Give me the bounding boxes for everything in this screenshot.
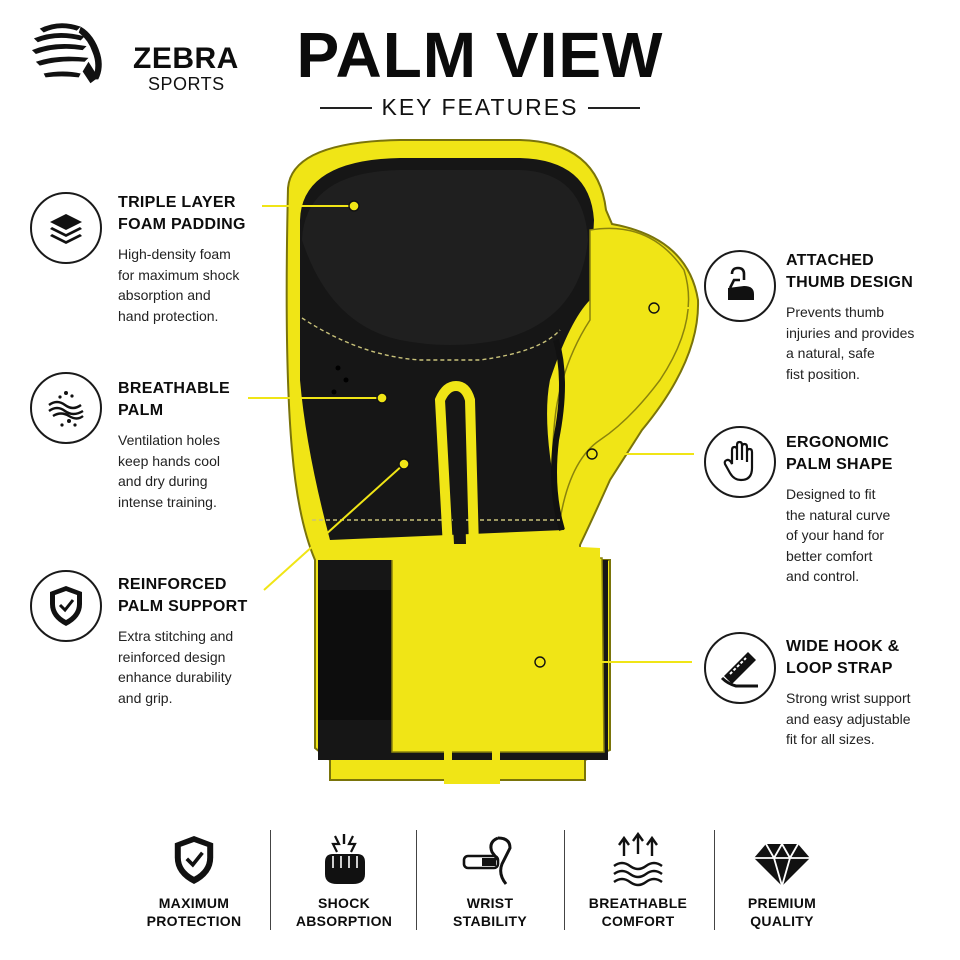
pointer-dot-reinforced xyxy=(398,458,410,470)
bottom-divider xyxy=(714,830,715,930)
pointer-dot-thumb xyxy=(648,302,660,314)
bottom-divider xyxy=(270,830,271,930)
feature-thumb-title-1: ATTACHED xyxy=(786,252,875,269)
palm-top-cushion xyxy=(302,170,588,345)
glove-thumb xyxy=(552,227,690,521)
fist-impact-icon xyxy=(325,834,365,884)
ventilation-holes xyxy=(331,365,349,395)
pointer-dot-palm xyxy=(586,448,598,460)
feature-strap-title-1: WIDE HOOK & xyxy=(786,638,900,655)
feature-reinforced-title-2: PALM SUPPORT xyxy=(118,598,248,615)
thumb-inner-ridge xyxy=(551,339,565,531)
zebra-head-icon xyxy=(31,23,102,84)
feature-breathable-title-2: PALM xyxy=(118,402,164,419)
subtitle-rule-left xyxy=(320,107,372,109)
shield-check-icon xyxy=(50,586,82,626)
feature-icon-palm-shape xyxy=(704,426,776,498)
cuff-velcro-left xyxy=(318,590,392,720)
diamond-icon xyxy=(754,842,810,887)
glove-strap xyxy=(391,557,605,753)
brand-tagline: SPORTS xyxy=(148,74,225,94)
feature-foam-title-2: FOAM PADDING xyxy=(118,216,246,233)
feature-strap-title-2: LOOP STRAP xyxy=(786,660,893,677)
airflow-icon xyxy=(48,391,84,427)
feature-icon-breathable xyxy=(30,372,102,444)
strap-top-band xyxy=(330,544,600,560)
feature-reinforced-title-1: REINFORCED xyxy=(118,576,227,593)
glove-loop-inner xyxy=(447,394,466,544)
feature-foam: TRIPLE LAYER FOAM PADDING High-density f… xyxy=(118,192,288,326)
feature-icon-strap xyxy=(704,632,776,704)
page-subtitle: KEY FEATURES xyxy=(320,92,640,122)
feature-thumb-title-2: THUMB DESIGN xyxy=(786,274,914,291)
layers-icon xyxy=(50,214,82,244)
glove-loop xyxy=(434,380,480,553)
subtitle-rule-right xyxy=(588,107,640,109)
pointer-dot-strap xyxy=(534,656,546,668)
breathable-icon xyxy=(613,832,663,887)
palm-stitching xyxy=(301,317,561,361)
feature-icon-thumb xyxy=(704,250,776,322)
feature-foam-title-1: TRIPLE LAYER xyxy=(118,194,236,211)
pointer-dot-foam xyxy=(348,200,360,212)
brand-name: ZEBRA xyxy=(133,42,239,75)
subtitle-text: KEY FEATURES xyxy=(381,94,579,120)
wrist-strap-icon xyxy=(462,836,512,885)
cuff-bottom-loop xyxy=(444,748,500,784)
bottom-divider xyxy=(564,830,565,930)
pointer-dot-breathable xyxy=(376,392,388,404)
brand-logo: ZEBRA SPORTS xyxy=(30,18,238,93)
feature-palm-shape-title-1: ERGONOMIC xyxy=(786,434,890,451)
feature-palm-shape-title-2: PALM SHAPE xyxy=(786,456,893,473)
feature-breathable-title-1: BREATHABLE xyxy=(118,380,231,397)
feature-reinforced: REINFORCED PALM SUPPORT Extra stitching … xyxy=(118,574,288,708)
thumb-icon xyxy=(728,266,754,300)
bottom-divider xyxy=(416,830,417,930)
feature-icon-reinforced xyxy=(30,570,102,642)
page-title: PALM VIEW xyxy=(296,19,664,91)
feature-icon-foam xyxy=(30,192,102,264)
shield-check-icon xyxy=(174,836,214,884)
strap-icon xyxy=(720,652,758,688)
feature-strap: WIDE HOOK & LOOP STRAP Strong wrist supp… xyxy=(786,636,956,750)
hand-icon xyxy=(723,440,754,482)
